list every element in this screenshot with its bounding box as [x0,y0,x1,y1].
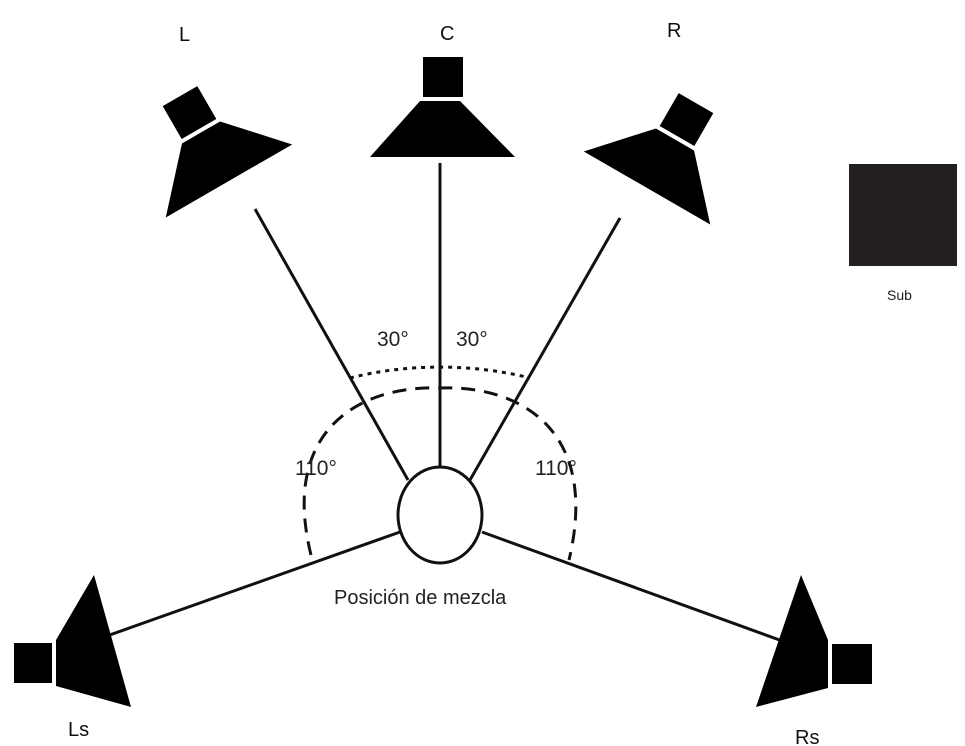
line-to-left [253,208,410,481]
label-angle-front-left: 30° [377,328,409,351]
label-right: R [667,20,681,42]
speaker-left [162,86,293,218]
speaker-right [583,93,714,225]
label-angle-surround-right: 110° [535,457,577,480]
listener-ellipse [396,465,484,565]
speaker-right-surround [756,575,872,707]
line-to-right-surround [481,530,786,644]
speaker-lines [103,163,786,644]
label-left-surround: Ls [68,719,89,741]
arc-30-degrees [349,365,531,380]
label-center: C [440,23,454,45]
label-listener-position: Posición de mezcla [334,587,507,609]
label-angle-surround-left: 110° [295,457,337,480]
subwoofer-box [849,164,957,266]
label-right-surround: Rs [795,727,819,746]
arc-110-degrees [302,386,578,561]
label-subwoofer: Sub [887,287,912,303]
speaker-left-surround [14,575,131,707]
line-to-right [468,217,622,481]
line-to-left-surround [103,530,401,639]
speaker-center [370,57,515,157]
label-angle-front-right: 30° [456,328,488,351]
label-left: L [179,24,190,46]
